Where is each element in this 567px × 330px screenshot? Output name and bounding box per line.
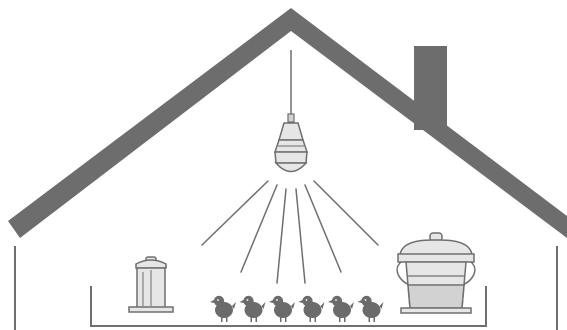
light-ray: [241, 185, 277, 272]
light-ray: [314, 181, 378, 245]
light-rays: [202, 181, 378, 283]
chick-icon: [240, 296, 266, 322]
light-ray: [305, 185, 341, 272]
chick-icon: [358, 296, 384, 322]
light-ray: [296, 189, 305, 283]
light-ray: [277, 189, 286, 283]
feeder-icon: [129, 257, 173, 312]
chick-icon: [299, 296, 325, 322]
chick-group: [210, 296, 384, 322]
chick-icon: [210, 296, 236, 322]
light-ray: [202, 181, 268, 245]
chick-icon: [328, 296, 354, 322]
water-bucket-icon: [397, 233, 475, 313]
heat-lamp-icon: [275, 50, 307, 172]
chick-icon: [269, 296, 295, 322]
